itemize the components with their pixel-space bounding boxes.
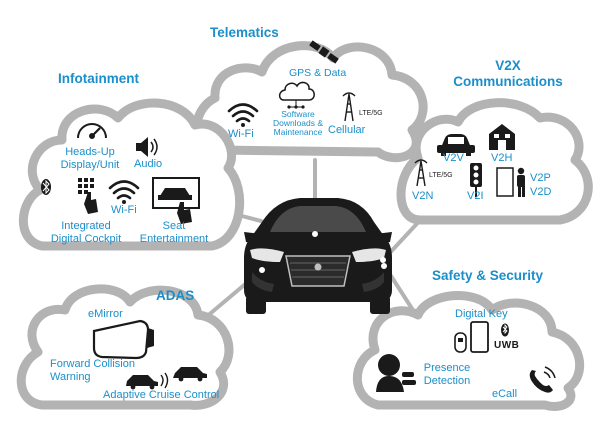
mirror-icon [92, 319, 154, 360]
cell-tower-icon [414, 159, 428, 187]
v2x-title: V2X Communications [448, 58, 568, 90]
adas-title: ADAS [156, 288, 195, 303]
adaptive-cruise-label: Adaptive Cruise Control [103, 389, 220, 401]
smartphone-icon [470, 321, 489, 353]
v2d-label: V2D [530, 186, 552, 198]
junction-dot [380, 257, 386, 263]
cell-tower-icon [342, 92, 356, 122]
software-line-3: Maintenance [273, 127, 323, 137]
uwb-logo: UWB [494, 340, 520, 351]
wifi-dot [122, 200, 126, 204]
seat-screen-icon [152, 177, 200, 224]
audio-label: Audio [134, 158, 163, 170]
v2i-label: V2I [467, 190, 484, 202]
gps-data-label: GPS & Data [289, 67, 347, 79]
junction-dot [259, 267, 265, 273]
seat-entertainment-label: Seat Entertainment [134, 220, 214, 246]
v2x-title-line-2: Communications [453, 74, 563, 89]
junction-dot [381, 263, 387, 269]
car-side-icon [126, 375, 158, 390]
radar-waves-icon [160, 372, 169, 389]
telematics-lte-label: LTE/5G [359, 110, 383, 117]
car-side-icon [173, 367, 207, 382]
software-downloads-label: Software Downloads & Maintenance [272, 110, 324, 137]
key-fob-icon [454, 332, 467, 353]
digital-key-label: Digital Key [455, 308, 508, 320]
safety-security-title: Safety & Security [432, 268, 544, 283]
fcw-label: Forward Collision Warning [50, 358, 135, 384]
infotainment-wifi-label: Wi-Fi [111, 204, 137, 216]
hud-label: Heads-Up Display/Unit [50, 146, 130, 172]
v2x-title-line-1: V2X [495, 58, 521, 73]
software-line-1: Software [281, 109, 315, 119]
v2h-label: V2H [491, 152, 513, 164]
digital-cockpit-label: Integrated Digital Cockpit [42, 220, 130, 246]
hud-line-1: Heads-Up [65, 146, 115, 158]
seat-line-2: Entertainment [139, 233, 209, 245]
presence-detection-label: Presence Detection [417, 362, 477, 388]
traffic-light-icon [470, 163, 482, 197]
bluetooth-icon [41, 179, 51, 195]
gauge-icon [77, 123, 107, 139]
fcw-line-1: Forward Collision [50, 358, 135, 370]
junction-dot [312, 231, 318, 237]
presence-line-2: Detection [423, 375, 471, 387]
presence-line-1: Presence [423, 362, 471, 374]
fcw-line-2: Warning [50, 371, 91, 383]
keypad-icon [78, 178, 98, 214]
v2n-label: V2N [412, 190, 434, 202]
wifi-dot [241, 123, 245, 127]
seat-line-1: Seat [162, 220, 186, 232]
car-icon [437, 134, 475, 156]
speaker-icon [136, 137, 158, 157]
person-icon [496, 167, 525, 197]
hud-line-2: Display/Unit [60, 159, 120, 171]
bluetooth-icon [501, 323, 509, 337]
ecall-label: eCall [492, 388, 518, 400]
house-icon [489, 124, 515, 150]
wifi-icon [108, 180, 140, 200]
infotainment-title: Infotainment [58, 71, 139, 86]
phone-icon [529, 366, 556, 393]
car-front-illustration [244, 198, 392, 314]
adas-cloud [16, 284, 234, 410]
v2v-label: V2V [443, 152, 464, 164]
cockpit-line-1: Integrated [61, 220, 111, 232]
v2p-label: V2P [530, 172, 551, 184]
telematics-title: Telematics [210, 25, 279, 40]
cloud-network-icon [278, 81, 315, 109]
wifi-icon [227, 103, 259, 123]
cockpit-line-2: Digital Cockpit [50, 233, 122, 245]
v2x-lte-label: LTE/5G [429, 172, 453, 179]
cellular-label: Cellular [328, 124, 366, 136]
v2x-cloud [396, 98, 593, 225]
telematics-wifi-label: Wi-Fi [228, 128, 254, 140]
satellite-icon [309, 40, 339, 64]
software-line-2: Downloads & [272, 118, 324, 128]
safety-cloud [352, 290, 585, 411]
emirror-label: eMirror [88, 308, 123, 320]
presence-person-icon [376, 354, 416, 392]
